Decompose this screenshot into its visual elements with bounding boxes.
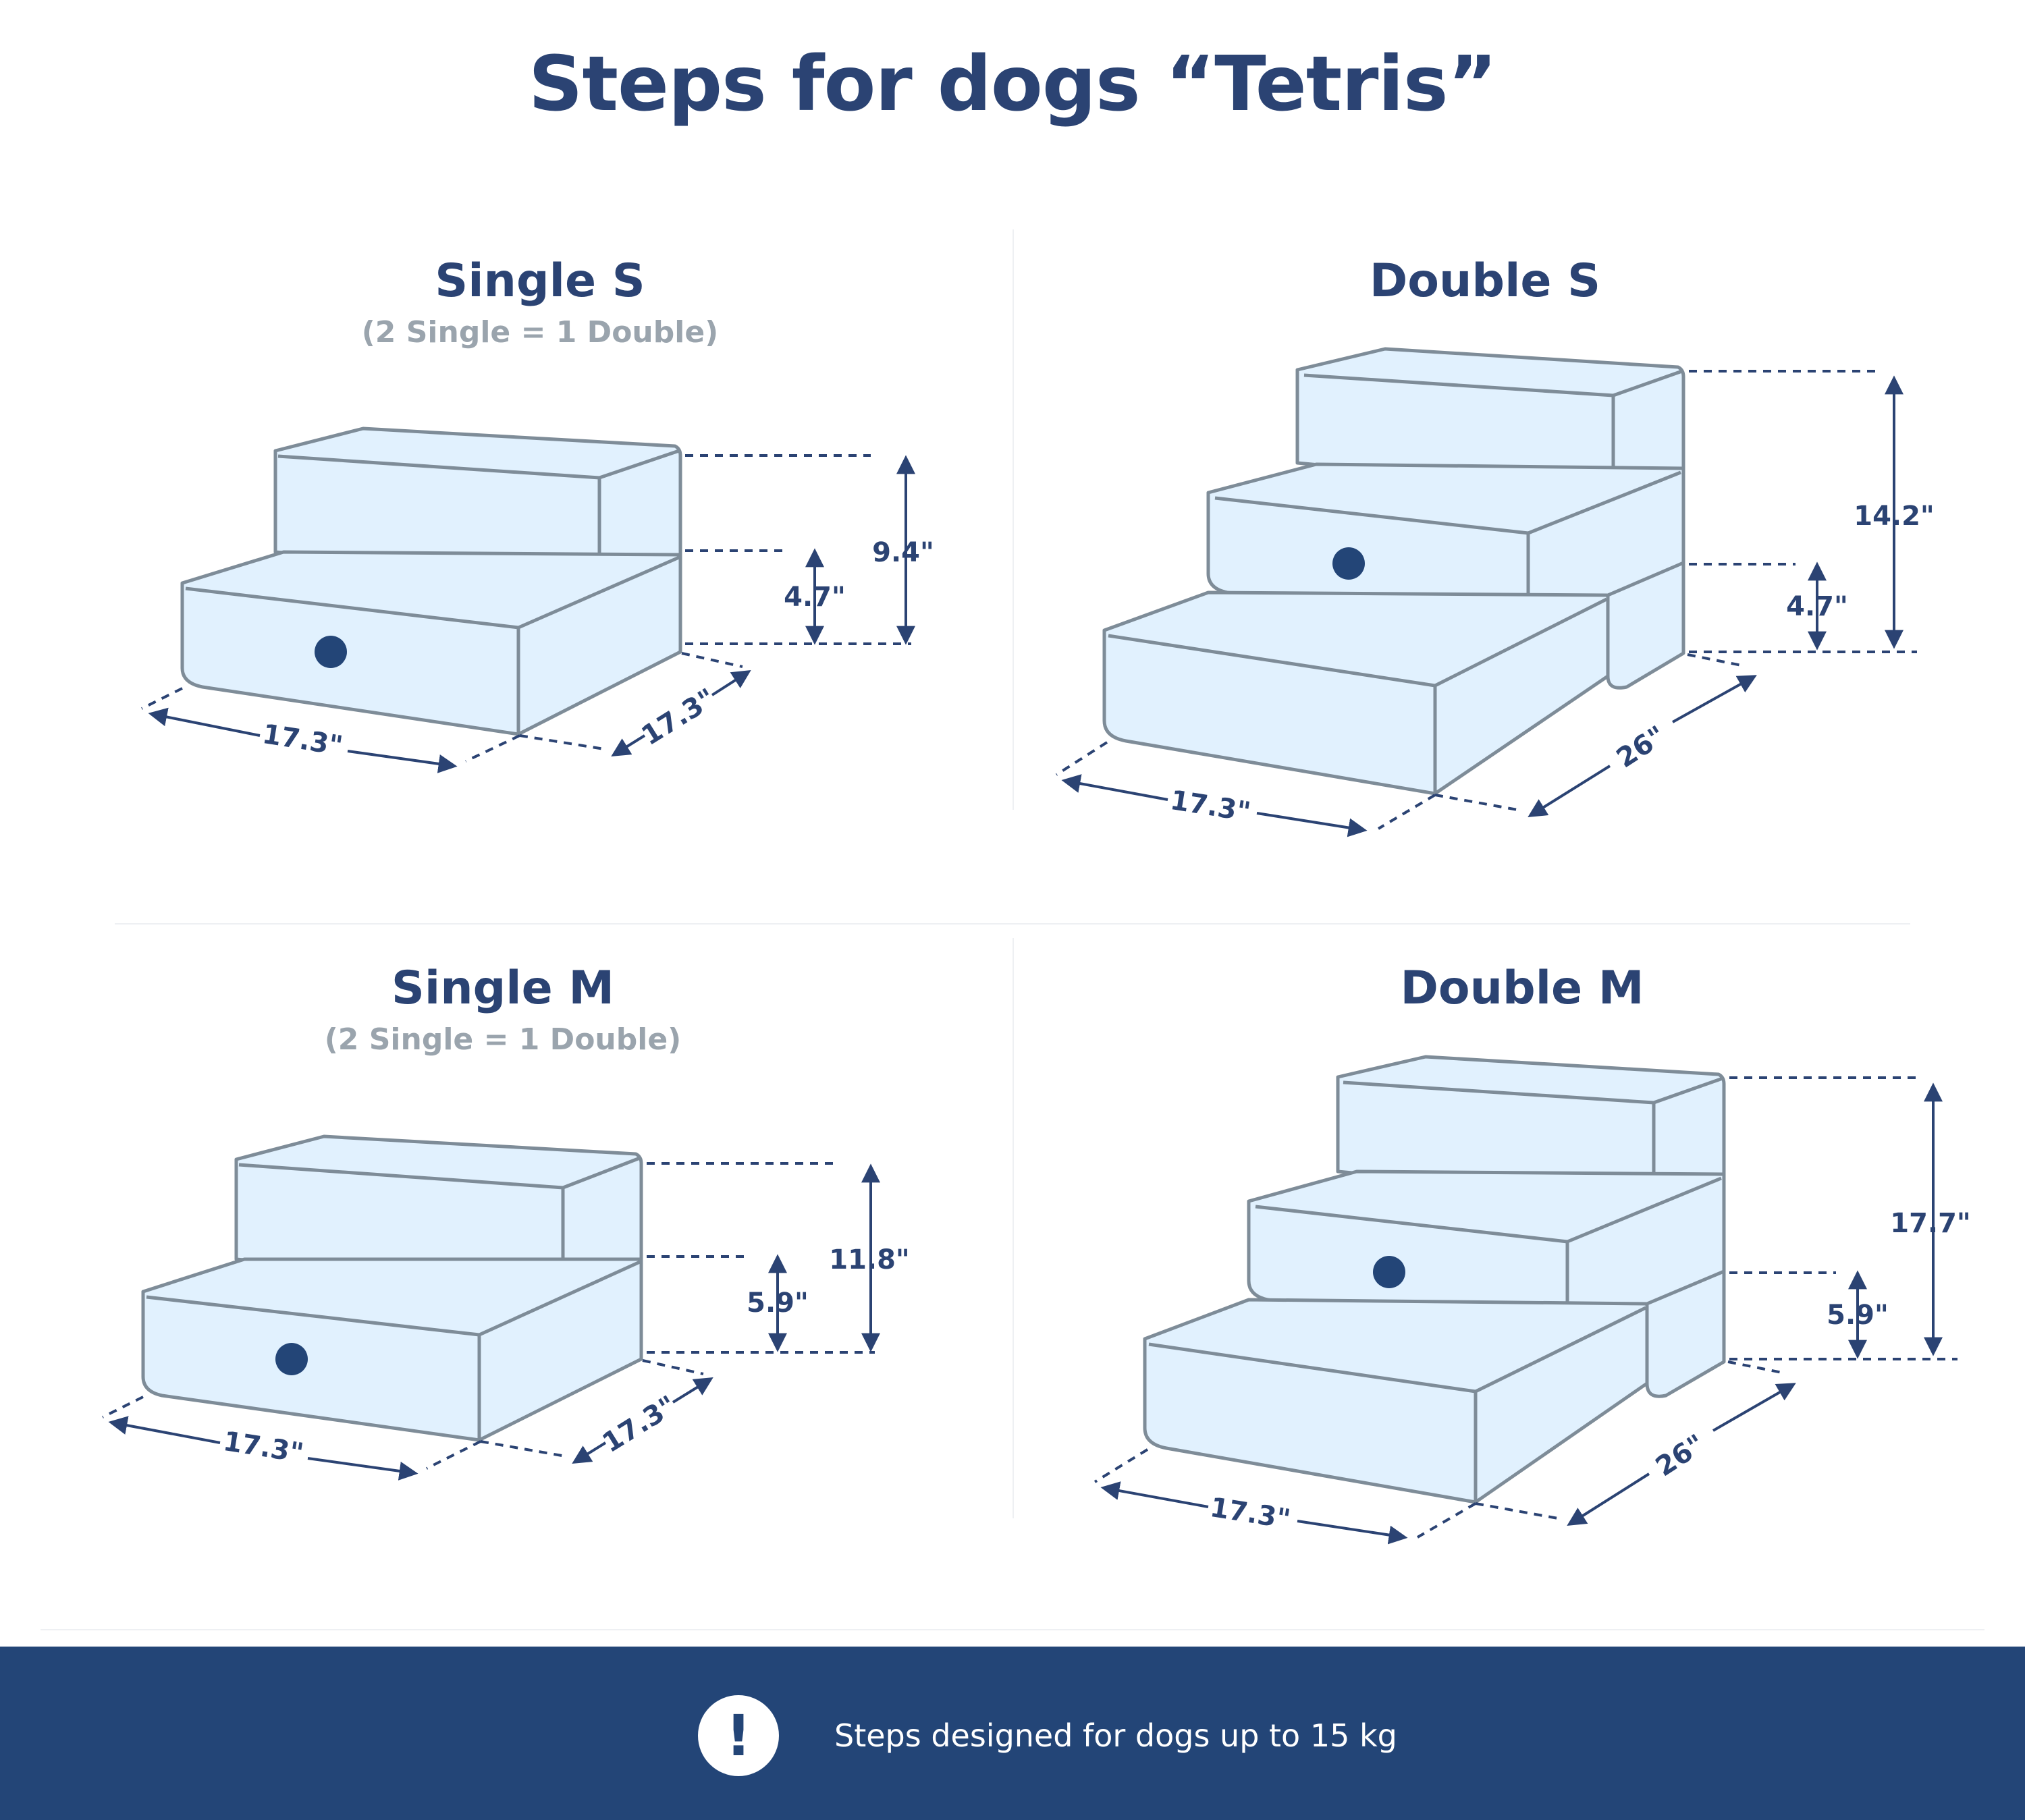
depth-label: 17.3"	[637, 683, 722, 752]
total-height-label: 9.4"	[872, 537, 934, 568]
product-name: Double M	[1400, 962, 1644, 1015]
illustration-single-m	[141, 1134, 643, 1442]
total-height-label: 17.7"	[1890, 1208, 1971, 1239]
divider-vertical-top	[1013, 229, 1014, 810]
product-subtitle: (2 Single = 1 Double)	[361, 314, 719, 350]
product-header-single-s: Single S (2 Single = 1 Double)	[270, 256, 810, 350]
width-label: 17.3"	[1208, 1492, 1293, 1535]
product-header-double-s: Double S	[1215, 256, 1755, 307]
dimensions-single-s	[141, 454, 915, 773]
step-height-label: 5.9"	[747, 1288, 809, 1319]
steps-illustrations: 9.4" 4.7" 17.3" 17.3" 14.2" 4.7" 17.3"	[102, 347, 1971, 1545]
product-subtitle: (2 Single = 1 Double)	[324, 1022, 682, 1057]
handle-dot	[275, 1343, 308, 1375]
divider-horizontal-middle	[115, 923, 1910, 925]
illustration-single-s	[180, 426, 682, 736]
illustration-double-m	[1143, 1055, 1726, 1504]
total-height-label: 11.8"	[829, 1244, 910, 1275]
step-height-label: 4.7"	[784, 582, 846, 613]
depth-label: 26"	[1650, 1429, 1710, 1483]
footer-banner	[0, 1647, 2025, 1820]
divider-vertical-bottom	[1013, 938, 1014, 1518]
total-height-label: 14.2"	[1854, 501, 1935, 532]
handle-dot	[1373, 1256, 1405, 1288]
depth-label: 26"	[1611, 720, 1671, 774]
product-name: Single S	[435, 254, 645, 308]
product-header-double-m: Double M	[1252, 962, 1792, 1015]
handle-dot	[315, 636, 347, 668]
product-name: Double S	[1369, 254, 1601, 308]
exclamation-icon: !	[698, 1695, 779, 1776]
step-height-label: 4.7"	[1786, 591, 1848, 622]
width-label: 17.3"	[221, 1426, 306, 1469]
product-name: Single M	[391, 962, 615, 1015]
footer-note: Steps designed for dogs up to 15 kg	[834, 1717, 1397, 1754]
illustration-double-s	[1102, 347, 1685, 796]
width-label: 17.3"	[1168, 785, 1253, 828]
depth-label: 17.3"	[597, 1390, 682, 1459]
handle-dot	[1332, 547, 1365, 580]
dimensions-double-m	[1094, 1076, 1958, 1545]
dimensions-double-s	[1055, 370, 1917, 837]
dimensions-single-m	[102, 1162, 880, 1481]
page-title: Steps for dogs “Tetris”	[528, 40, 1497, 128]
width-label: 17.3"	[261, 719, 345, 762]
divider-horizontal-bottom	[40, 1629, 1985, 1630]
step-height-label: 5.9"	[1827, 1300, 1889, 1331]
product-header-single-m: Single M (2 Single = 1 Double)	[233, 962, 773, 1057]
